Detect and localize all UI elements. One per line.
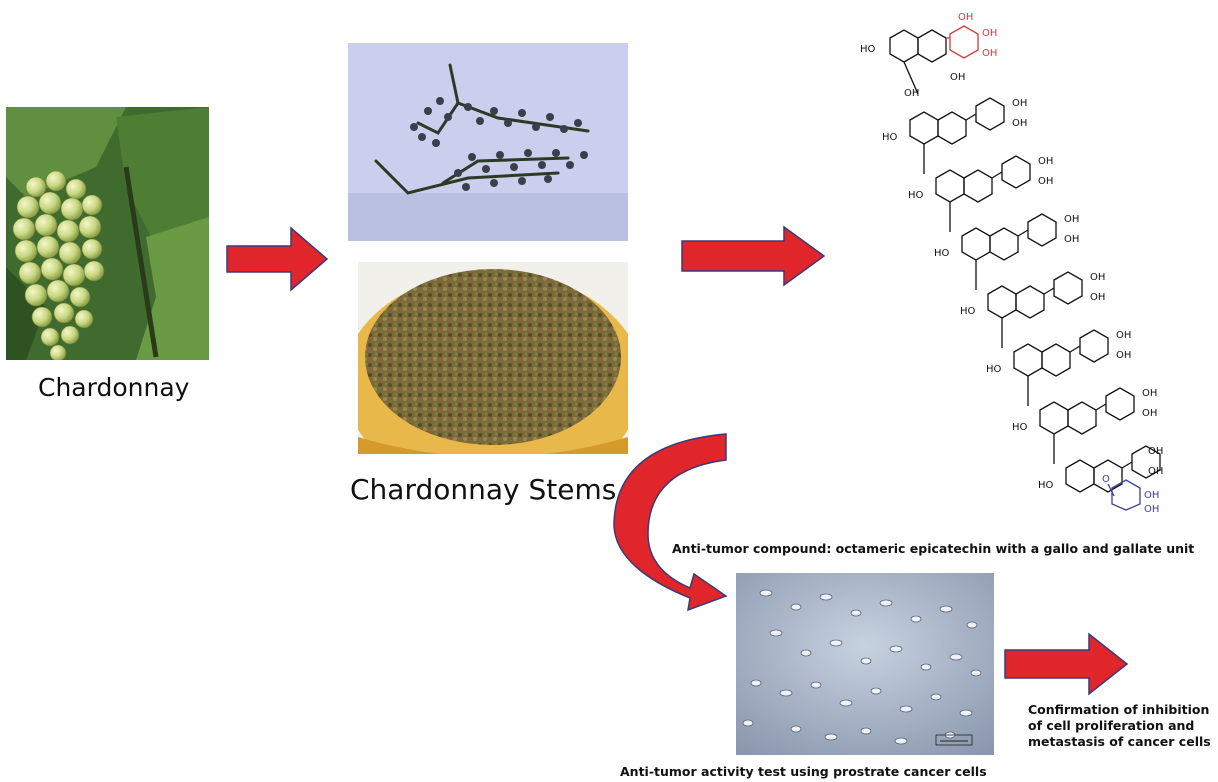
curved-arrow [613,433,728,612]
ho-u3: HO [934,248,950,259]
oh-u1b: OH [1012,118,1027,129]
confirmation-line-3: metastasis of cancer cells [1028,734,1211,749]
oh-u2a: OH [1038,156,1053,167]
arrow-right-1 [226,226,329,292]
ho-u5: HO [986,364,1002,375]
oh-blue-2: OH [1144,504,1159,515]
oh-1: OH [950,72,965,83]
confirmation-line-2: of cell proliferation and [1028,718,1195,733]
oh-red-1: OH [958,12,973,23]
octameric-epicatechin-structure: OH OH OH HO OH OH [860,12,1163,515]
oh-u3a: OH [1064,214,1079,225]
o-gallate: O [1102,474,1110,485]
arrow-right-3 [1004,632,1129,696]
ho-u7: HO [1038,480,1054,491]
compound-caption: Anti-tumor compound: octameric epicatech… [672,541,1195,556]
oh-blue-1: OH [1144,490,1159,501]
chardonnay-stems-label: Chardonnay Stems [350,473,617,506]
arrow-right-2 [681,225,826,287]
oh-u4b: OH [1090,292,1105,303]
fresh-stem-photo [348,43,628,241]
oh-u1a: OH [1012,98,1027,109]
test-caption: Anti-tumor activity test using prostrate… [620,764,987,779]
ho-u2: HO [908,190,924,201]
dried-stem-photo [358,262,628,454]
oh-u6b: OH [1142,408,1157,419]
confirmation-line-1: Confirmation of inhibition [1028,702,1210,717]
oh-2: OH [904,88,919,99]
oh-u2b: OH [1038,176,1053,187]
oh-red-3: OH [982,48,997,59]
oh-u5b: OH [1116,350,1131,361]
prostate-cancer-cells-photo [736,573,994,755]
ho-u1: HO [882,132,898,143]
oh-u3b: OH [1064,234,1079,245]
ho-u6: HO [1012,422,1028,433]
confirmation-text: Confirmation of inhibition of cell proli… [1028,702,1211,750]
chardonnay-grapes-photo [6,107,209,360]
oh-red-2: OH [982,28,997,39]
oh-u6a: OH [1142,388,1157,399]
ho-u4: HO [960,306,976,317]
oh-u5a: OH [1116,330,1131,341]
ho-1: HO [860,44,876,55]
oh-u7a: OH [1148,446,1163,457]
oh-u7b: OH [1148,466,1163,477]
chardonnay-label: Chardonnay [38,373,190,402]
oh-u4a: OH [1090,272,1105,283]
